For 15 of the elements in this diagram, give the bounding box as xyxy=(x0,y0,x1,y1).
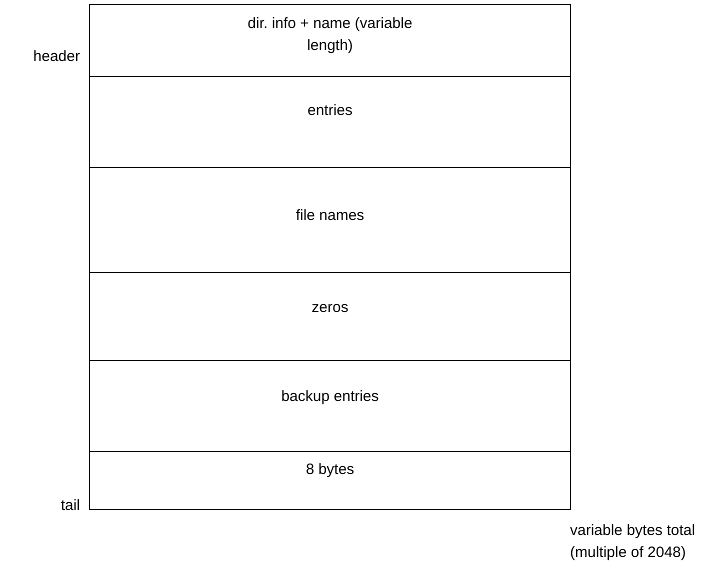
block-label: entries xyxy=(306,101,354,121)
block-label: backup entries xyxy=(280,387,380,407)
memory-block xyxy=(89,272,571,361)
section-label: tail xyxy=(60,497,80,514)
block-label: zeros xyxy=(310,298,350,318)
memory-block xyxy=(89,4,571,77)
memory-block xyxy=(89,76,571,168)
memory-block xyxy=(89,360,571,452)
memory-block xyxy=(89,451,571,510)
size-note: variable bytes total (multiple of 2048) xyxy=(570,521,696,563)
memory-block xyxy=(89,167,571,273)
block-label: dir. info + name (variable length) xyxy=(246,14,414,56)
section-label: header xyxy=(33,48,80,65)
block-label: file names xyxy=(294,206,366,226)
block-label: 8 bytes xyxy=(304,460,356,480)
